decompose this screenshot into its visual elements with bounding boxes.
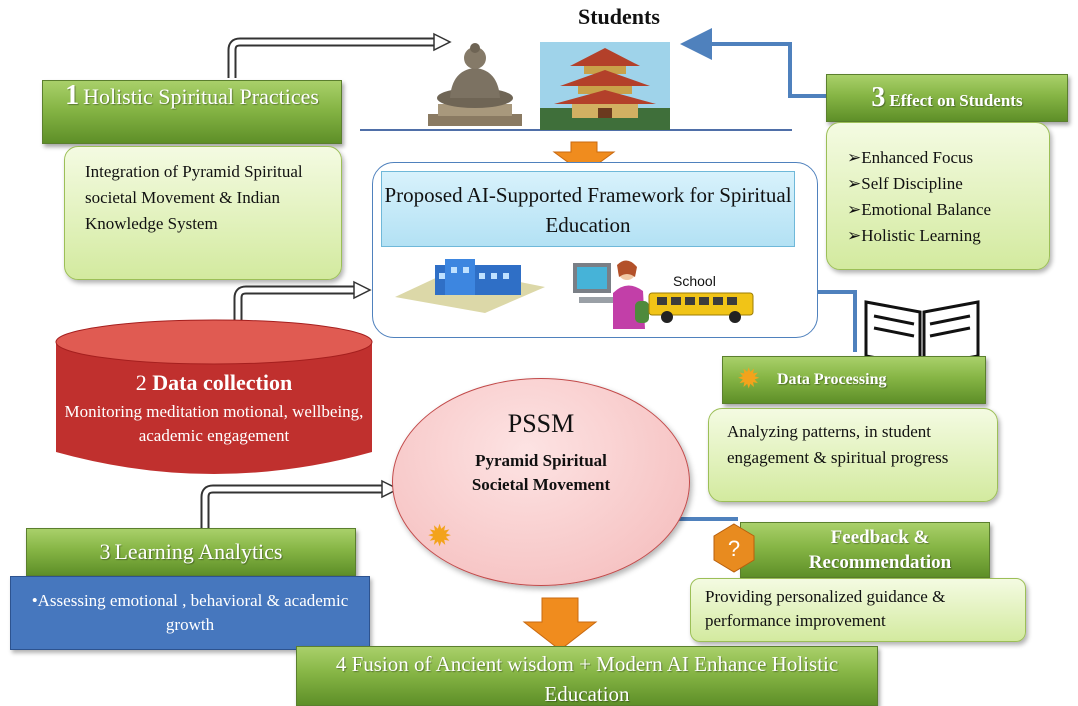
fusion-number: 4: [335, 652, 347, 676]
data-collection-cylinder: [55, 319, 373, 474]
data-processing-text: Analyzing patterns, in student engagemen…: [727, 422, 949, 467]
data-processing-box: Analyzing patterns, in student engagemen…: [708, 408, 998, 502]
sun-icon: ✹: [427, 520, 453, 553]
pipe-arrow-bottom: [200, 479, 400, 528]
pssm-ellipse: PSSM Pyramid Spiritual Societal Movement…: [392, 378, 690, 586]
data-collection-content: 2 Data collection Monitoring meditation …: [56, 370, 372, 448]
effect-item: Holistic Learning: [847, 223, 1049, 249]
school-label: School: [673, 273, 716, 289]
learning-title: Learning Analytics: [114, 539, 283, 564]
effect-list: Enhanced Focus Self Discipline Emotional…: [827, 123, 1049, 249]
feedback-box: Providing personalized guidance & perfor…: [690, 578, 1026, 642]
university-building-icon: [395, 259, 545, 313]
holistic-practices-box: Integration of Pyramid Spiritual societa…: [64, 146, 342, 280]
effect-item: Enhanced Focus: [847, 145, 1049, 171]
fusion-text: 4 Fusion of Ancient wisdom + Modern AI E…: [297, 647, 877, 706]
page-title-line2: Students: [578, 4, 660, 29]
blue-arrow-effect-to-title: [680, 28, 830, 98]
feedback-header: Feedback & Recommendation: [740, 522, 990, 578]
pssm-full: Pyramid Spiritual Societal Movement: [471, 451, 611, 494]
feedback-text: Providing personalized guidance & perfor…: [705, 587, 946, 630]
holistic-title: Holistic Spiritual Practices: [83, 84, 319, 109]
holistic-text: Integration of Pyramid Spiritual societa…: [85, 162, 303, 233]
effect-item: Self Discipline: [847, 171, 1049, 197]
feedback-title: Feedback & Recommendation: [808, 527, 952, 573]
effect-item: Emotional Balance: [847, 197, 1049, 223]
blue-arrow-framework-to-processing: [815, 290, 857, 352]
holistic-number: 1: [65, 80, 80, 111]
data-collection-text: Monitoring meditation motional, wellbein…: [64, 402, 364, 445]
orange-arrow-to-fusion: [522, 597, 598, 651]
effect-number: 3: [871, 82, 886, 113]
buddha-statue-image: [428, 43, 522, 126]
data-processing-header: ✹ Data Processing: [722, 356, 986, 404]
data-collection-title: Data collection: [152, 370, 293, 395]
fusion-title: Fusion of Ancient wisdom + Modern AI Enh…: [351, 652, 839, 706]
pipe-arrow-top: [227, 32, 452, 78]
holistic-practices-header: 1 Holistic Spiritual Practices: [42, 80, 342, 144]
pipe-arrow-middle: [233, 280, 372, 325]
data-collection-number: 2: [135, 370, 147, 395]
effect-on-students-header: 3 Effect on Students: [826, 74, 1068, 122]
fusion-bar: 4 Fusion of Ancient wisdom + Modern AI E…: [296, 646, 878, 706]
pagoda-temple-image: [540, 42, 670, 130]
pssm-abbr: PSSM: [507, 409, 575, 438]
framework-panel: Proposed AI-Supported Framework for Spir…: [372, 162, 818, 338]
learning-analytics-header: 3 Learning Analytics: [26, 528, 356, 576]
question-hexagon-icon: ?: [713, 523, 755, 573]
school-bus-icon: [648, 292, 754, 323]
data-processing-title: Data Processing: [777, 371, 887, 388]
learning-analytics-box: •Assessing emotional , behavioral & acad…: [10, 576, 370, 650]
student-computer-icon: [573, 260, 649, 329]
sun-icon: ✹: [737, 364, 761, 395]
page-title: Students: [0, 0, 1078, 38]
framework-title: Proposed AI-Supported Framework for Spir…: [381, 171, 795, 247]
effect-on-students-box: Enhanced Focus Self Discipline Emotional…: [826, 122, 1050, 270]
svg-text:?: ?: [728, 536, 740, 561]
learning-number: 3: [99, 539, 111, 564]
effect-title: Effect on Students: [889, 91, 1023, 110]
